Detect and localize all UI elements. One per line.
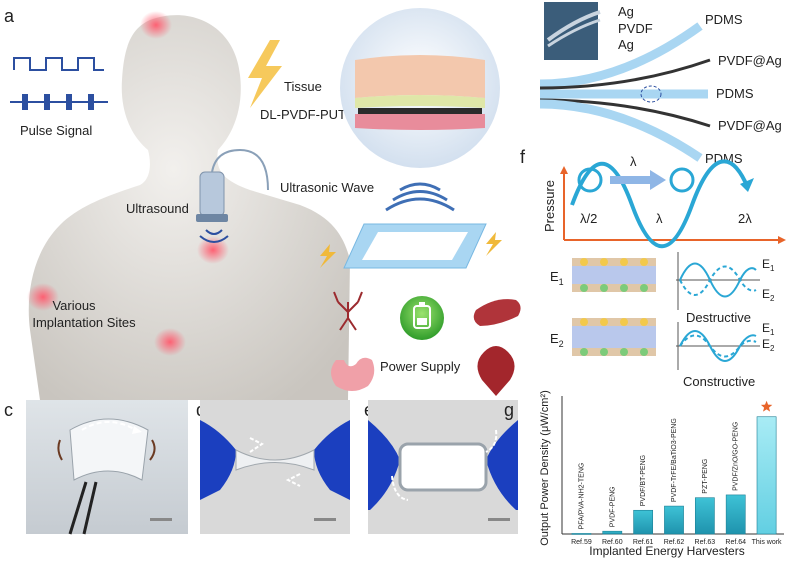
panel-c: c bbox=[4, 400, 188, 535]
layer-label-pdms-3: PDMS bbox=[705, 151, 743, 166]
layer-stack-illustration bbox=[539, 22, 711, 162]
chart-y-axis-label: Output Power Density (μW/cm²) bbox=[539, 390, 551, 545]
pressure-axis-label: Pressure bbox=[542, 180, 557, 232]
lightning-icon bbox=[248, 40, 282, 108]
muscle-icon bbox=[473, 299, 521, 326]
constructive-wave-e1 bbox=[679, 330, 757, 362]
e1-label: E1 bbox=[550, 269, 564, 287]
panel-a: a Pulse Signal Tissue DL-PVDF-PUT bbox=[4, 6, 521, 401]
power-supply-label: Power Supply bbox=[380, 359, 461, 374]
bar-ref-64 bbox=[725, 494, 746, 535]
destructive-label: Destructive bbox=[686, 310, 751, 325]
layer-label-pdms-2: PDMS bbox=[716, 86, 754, 101]
constructive-e2-label: E2 bbox=[762, 337, 775, 353]
bar-device-label: PFA/PVA-NH2-TENG bbox=[578, 463, 585, 530]
constructive-wave-e2 bbox=[679, 334, 757, 358]
bar-ref-60 bbox=[602, 530, 623, 535]
chart-bars: Ref.59 PFA/PVA-NH2-TENG Ref.60 PVDF-PENG Ref… bbox=[571, 400, 782, 546]
panel-label-c: c bbox=[4, 400, 13, 420]
bar-device-label: PVDF/ZnO/GO-PENG bbox=[733, 422, 740, 491]
star-icon bbox=[760, 400, 773, 412]
bar-ref-63 bbox=[694, 497, 715, 535]
device-patch-illustration bbox=[320, 223, 502, 269]
implant-site-head bbox=[140, 11, 172, 39]
category-label: Ref.64 bbox=[725, 539, 746, 546]
panel-label-f: f bbox=[520, 147, 526, 167]
destructive-e1-label: E1 bbox=[762, 257, 775, 273]
film-sample bbox=[69, 418, 149, 481]
layer-label-pdms-1: PDMS bbox=[705, 12, 743, 27]
ultrasound-probe-icon bbox=[196, 148, 269, 243]
arrow-right-icon bbox=[610, 170, 666, 190]
inset-label-pvdf: PVDF bbox=[618, 21, 653, 36]
ultrasonic-wave-label: Ultrasonic Wave bbox=[280, 180, 374, 195]
bar-device-label: PZT-PENG bbox=[702, 459, 709, 494]
pressure-wave bbox=[570, 159, 750, 249]
panel-f: f Pressure λ λ/2 λ 2λ E1 E2 bbox=[520, 147, 786, 389]
category-label: Ref.63 bbox=[695, 539, 716, 546]
panel-e: e bbox=[364, 400, 518, 534]
implant-site-arm bbox=[27, 283, 59, 311]
bar-ref-61 bbox=[633, 509, 654, 535]
bar-device-label: PVDF-TrFE/BaTiO3-PENG bbox=[671, 418, 678, 502]
implant-sites-label-line2: Implantation Sites bbox=[32, 315, 136, 330]
category-label: Ref.59 bbox=[571, 539, 592, 546]
panel-label-g: g bbox=[504, 400, 514, 420]
ultrasonic-wave-icon bbox=[385, 182, 455, 212]
pulse-signal-label: Pulse Signal bbox=[20, 123, 92, 138]
panel-label-a: a bbox=[4, 6, 15, 26]
inset-label-ag-bottom: Ag bbox=[618, 37, 634, 52]
bar-ref-62 bbox=[664, 505, 684, 535]
panel-g: g Output Power Density (μW/cm²) Implante… bbox=[504, 390, 784, 558]
inset-label-ag-top: Ag bbox=[618, 4, 634, 19]
tick-half-lambda: λ/2 bbox=[580, 211, 597, 226]
pulse-signal-icon bbox=[10, 57, 108, 110]
stomach-icon bbox=[331, 357, 375, 391]
chart-x-axis-label: Implanted Energy Harvesters bbox=[589, 544, 744, 558]
category-label: Ref.60 bbox=[602, 539, 623, 546]
bar-device-label: PVDF-PENG bbox=[609, 486, 616, 527]
heart-icon bbox=[477, 346, 515, 396]
implant-site-chest bbox=[197, 236, 229, 264]
bar-device-label: PVDF/BT-PENG bbox=[640, 455, 647, 506]
lambda-label: λ bbox=[630, 154, 637, 169]
battery-icon bbox=[400, 296, 444, 340]
tick-lambda: λ bbox=[656, 211, 663, 226]
category-label: Ref.62 bbox=[664, 539, 685, 546]
device-label: DL-PVDF-PUT bbox=[260, 107, 346, 122]
destructive-wave-e2 bbox=[679, 265, 757, 296]
e2-label: E2 bbox=[550, 331, 564, 349]
destructive-e2-label: E2 bbox=[762, 287, 775, 303]
layer-label-pvdf-ag-2: PVDF@Ag bbox=[718, 118, 782, 133]
field-diagram-e2 bbox=[572, 318, 656, 356]
category-label: This work bbox=[752, 539, 782, 546]
implant-sites-label-line1: Various bbox=[52, 298, 96, 313]
constructive-e1-label: E1 bbox=[762, 321, 775, 337]
ultrasound-label: Ultrasound bbox=[126, 201, 189, 216]
lung-icon bbox=[333, 291, 363, 331]
human-body-illustration bbox=[28, 15, 350, 401]
category-label: Ref.61 bbox=[633, 539, 654, 546]
destructive-wave-e1 bbox=[679, 262, 757, 298]
bar-this-work bbox=[756, 416, 777, 535]
field-diagram-e1 bbox=[572, 258, 656, 292]
constructive-label: Constructive bbox=[683, 374, 755, 389]
tissue-label: Tissue bbox=[284, 79, 322, 94]
implant-site-abdomen bbox=[154, 328, 186, 356]
panel-b: b Ag PVDF Ag PDMS PVDF@Ag PDMS PVDF@Ag P… bbox=[539, 2, 782, 166]
panel-d: d bbox=[196, 400, 350, 534]
layer-label-pvdf-ag-1: PVDF@Ag bbox=[718, 53, 782, 68]
tick-two-lambda: 2λ bbox=[738, 211, 752, 226]
bar-ref-59 bbox=[571, 533, 592, 535]
tissue-zoom-circle bbox=[340, 8, 500, 168]
